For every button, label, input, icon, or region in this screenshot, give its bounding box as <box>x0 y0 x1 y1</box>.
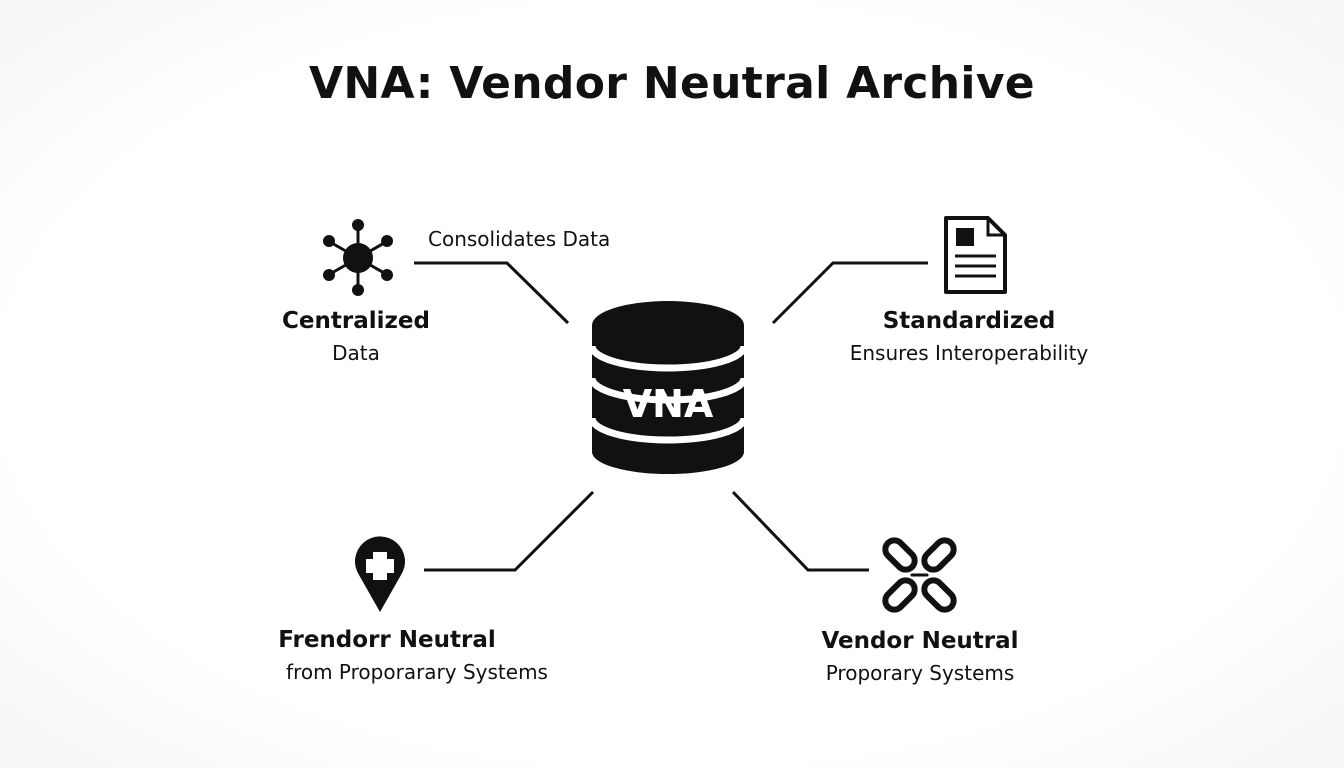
node-subtitle-frendorr-neutral: from Proporarary Systems <box>286 660 548 684</box>
broken-chain-link-icon <box>882 537 957 613</box>
node-subtitle-centralized: Data <box>332 341 380 365</box>
center-label: VNA <box>623 382 714 426</box>
node-title-frendorr-neutral: Frendorr Neutral <box>278 627 496 653</box>
node-title-vendor-neutral: Vendor Neutral <box>821 628 1019 654</box>
medical-location-pin-icon <box>354 536 405 612</box>
node-title-standardized: Standardized <box>882 308 1056 334</box>
node-subtitle-standardized: Ensures Interoperability <box>849 341 1089 365</box>
node-subtitle-vendor-neutral: Proporary Systems <box>825 661 1015 685</box>
connector-top-right <box>771 261 928 325</box>
database-cylinder-icon: VNA <box>588 301 748 474</box>
page-title: VNA: Vendor Neutral Archive <box>309 58 1035 109</box>
node-title-centralized: Centralized <box>282 308 430 334</box>
connector-bottom-right <box>731 490 869 572</box>
network-hub-icon <box>323 219 393 296</box>
connector-bottom-left <box>424 490 595 572</box>
document-icon <box>944 216 1007 294</box>
connector-top-left <box>414 261 570 325</box>
edge-label-consolidates: Consolidates Data <box>428 227 611 251</box>
